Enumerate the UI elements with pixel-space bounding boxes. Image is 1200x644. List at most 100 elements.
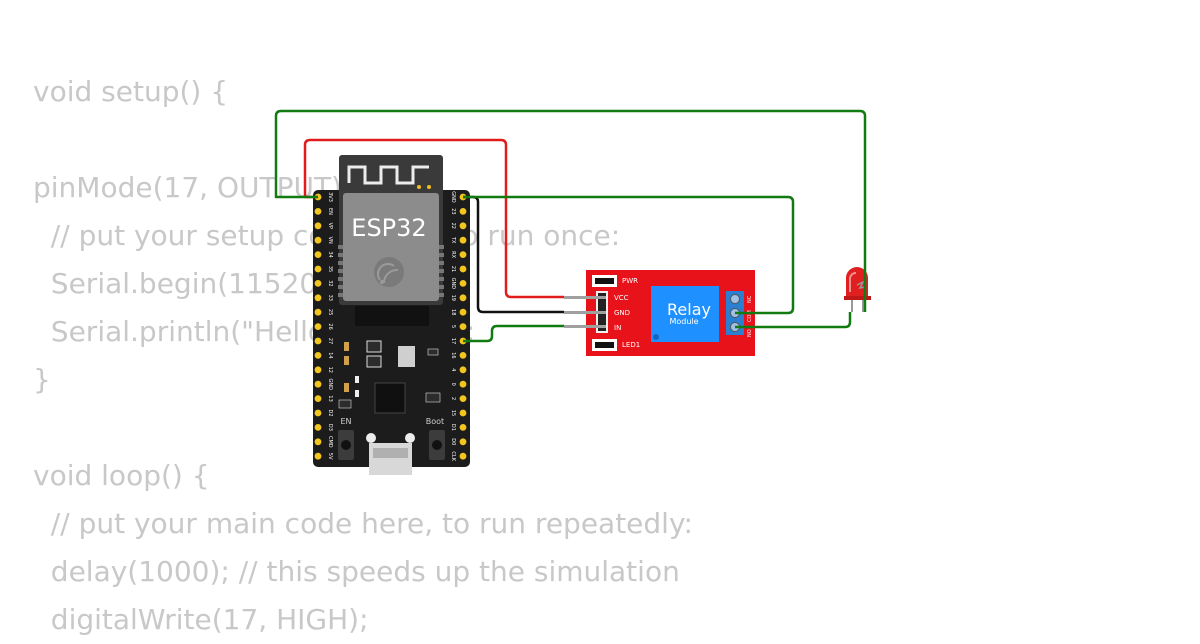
left-pin[interactable] xyxy=(314,236,322,244)
boot-button[interactable]: Boot xyxy=(426,417,445,460)
right-pin[interactable] xyxy=(459,294,467,302)
left-pin[interactable] xyxy=(314,251,322,258)
right-pin[interactable] xyxy=(459,438,467,446)
left-pin[interactable] xyxy=(314,366,322,374)
right-pin[interactable] xyxy=(459,380,467,388)
code-line: } xyxy=(33,363,51,396)
left-pin[interactable] xyxy=(314,438,322,446)
right-pin-label: 21 xyxy=(450,266,456,272)
left-pin[interactable] xyxy=(314,380,322,388)
smd-components xyxy=(338,342,441,409)
module-pad xyxy=(338,269,343,273)
right-pin[interactable] xyxy=(459,208,467,215)
left-pin-label: D3 xyxy=(327,424,333,431)
right-pin-label: D0 xyxy=(450,438,456,445)
left-pin[interactable] xyxy=(314,308,322,316)
code-line: void loop() { xyxy=(33,459,210,492)
wire-3v3-to-vcc[interactable] xyxy=(303,138,564,299)
left-pin[interactable] xyxy=(314,280,322,287)
right-pin[interactable] xyxy=(459,222,467,230)
module-pad xyxy=(338,261,343,265)
module-pad xyxy=(338,285,343,289)
relay-pin-in: IN xyxy=(614,324,621,332)
right-pin[interactable] xyxy=(459,366,467,374)
right-pin-label: TX xyxy=(450,236,456,244)
left-pin-label: 25 xyxy=(327,309,333,315)
esp32-devkit[interactable]: ESP32 3V3ENVPVN343532332526271412GND13D2… xyxy=(313,155,470,475)
left-pin[interactable] xyxy=(314,409,322,417)
right-pin[interactable] xyxy=(459,395,467,402)
right-pin-label: 22 xyxy=(450,223,456,229)
right-pin-label: GND xyxy=(450,191,456,203)
module-pad xyxy=(338,253,343,257)
left-pin[interactable] xyxy=(314,424,322,431)
wire-gnd-to-com[interactable] xyxy=(463,195,795,315)
right-pin-label: 4 xyxy=(450,368,456,371)
voltage-regulator xyxy=(366,340,415,368)
left-pin-label: CMD xyxy=(327,436,333,448)
right-pin[interactable] xyxy=(459,251,467,258)
wire-nc-to-led[interactable] xyxy=(735,312,852,329)
left-pin-label: VP xyxy=(327,223,333,229)
boot-button-label: Boot xyxy=(426,417,444,426)
esp32-shield xyxy=(343,193,439,301)
right-pin[interactable] xyxy=(459,323,467,330)
relay-subtitle: Module xyxy=(669,317,698,326)
left-pin[interactable] xyxy=(314,337,322,345)
esp32-chip-label: ESP32 xyxy=(351,214,426,242)
right-pin-label: 16 xyxy=(450,352,456,358)
led1-label: LED1 xyxy=(622,341,640,349)
header-pin xyxy=(564,311,606,314)
right-pin[interactable] xyxy=(459,352,467,359)
left-pin[interactable] xyxy=(314,208,322,215)
terminal-no-label: NO xyxy=(747,329,753,337)
right-pin-label: RX xyxy=(450,251,456,258)
left-pin-label: 14 xyxy=(327,352,333,358)
terminal-com-label: COM xyxy=(747,310,753,322)
red-led[interactable] xyxy=(844,267,871,312)
left-pin-label: VN xyxy=(327,237,333,244)
relay-module[interactable]: PWR LED1 VCC GND IN Relay Module NO COM … xyxy=(564,270,755,356)
left-pin-label: 35 xyxy=(327,266,333,272)
right-pin[interactable] xyxy=(459,280,467,287)
right-pin[interactable] xyxy=(459,236,467,244)
terminal-nc-label: NC xyxy=(747,295,753,303)
right-pin[interactable] xyxy=(459,424,467,431)
right-pin[interactable] xyxy=(459,452,467,460)
module-pads xyxy=(338,245,343,297)
left-pin-label: 13 xyxy=(327,395,333,401)
left-pin-label: 3V3 xyxy=(327,192,333,202)
left-pin-label: D2 xyxy=(327,409,333,416)
espressif-logo xyxy=(374,257,404,287)
left-pin[interactable] xyxy=(314,352,322,359)
wire-gnd-to-gnd[interactable] xyxy=(463,195,564,314)
right-pin[interactable] xyxy=(459,308,467,316)
left-pin[interactable] xyxy=(314,452,322,460)
antenna-trace xyxy=(347,165,429,185)
left-pin[interactable] xyxy=(314,265,322,273)
relay-pin-vcc: VCC xyxy=(614,294,629,302)
left-pin[interactable] xyxy=(314,222,322,230)
right-pin-label: D1 xyxy=(450,424,456,431)
en-button[interactable]: EN xyxy=(338,417,354,460)
left-pin[interactable] xyxy=(314,323,322,330)
wire-3v3-to-led[interactable] xyxy=(274,109,867,312)
right-pin[interactable] xyxy=(459,265,467,273)
right-pin-label: 5 xyxy=(450,325,456,328)
wires xyxy=(274,109,867,343)
relay-pin-gnd: GND xyxy=(614,309,630,317)
module-pads xyxy=(439,245,444,297)
relay-body xyxy=(651,286,719,342)
left-pin-label: EN xyxy=(327,208,333,215)
usb-uart-chip xyxy=(374,382,406,414)
module-pad xyxy=(439,285,444,289)
module-pad xyxy=(338,293,343,297)
right-pin[interactable] xyxy=(459,409,467,417)
code-line: // put your main code here, to run repea… xyxy=(33,507,693,540)
left-pin[interactable] xyxy=(314,294,322,302)
left-pin[interactable] xyxy=(314,395,322,402)
right-pin-label: CLK xyxy=(450,451,456,461)
wire-gpio17-to-in[interactable] xyxy=(463,324,564,343)
module-pad xyxy=(439,253,444,257)
terminal-no[interactable] xyxy=(730,294,740,304)
